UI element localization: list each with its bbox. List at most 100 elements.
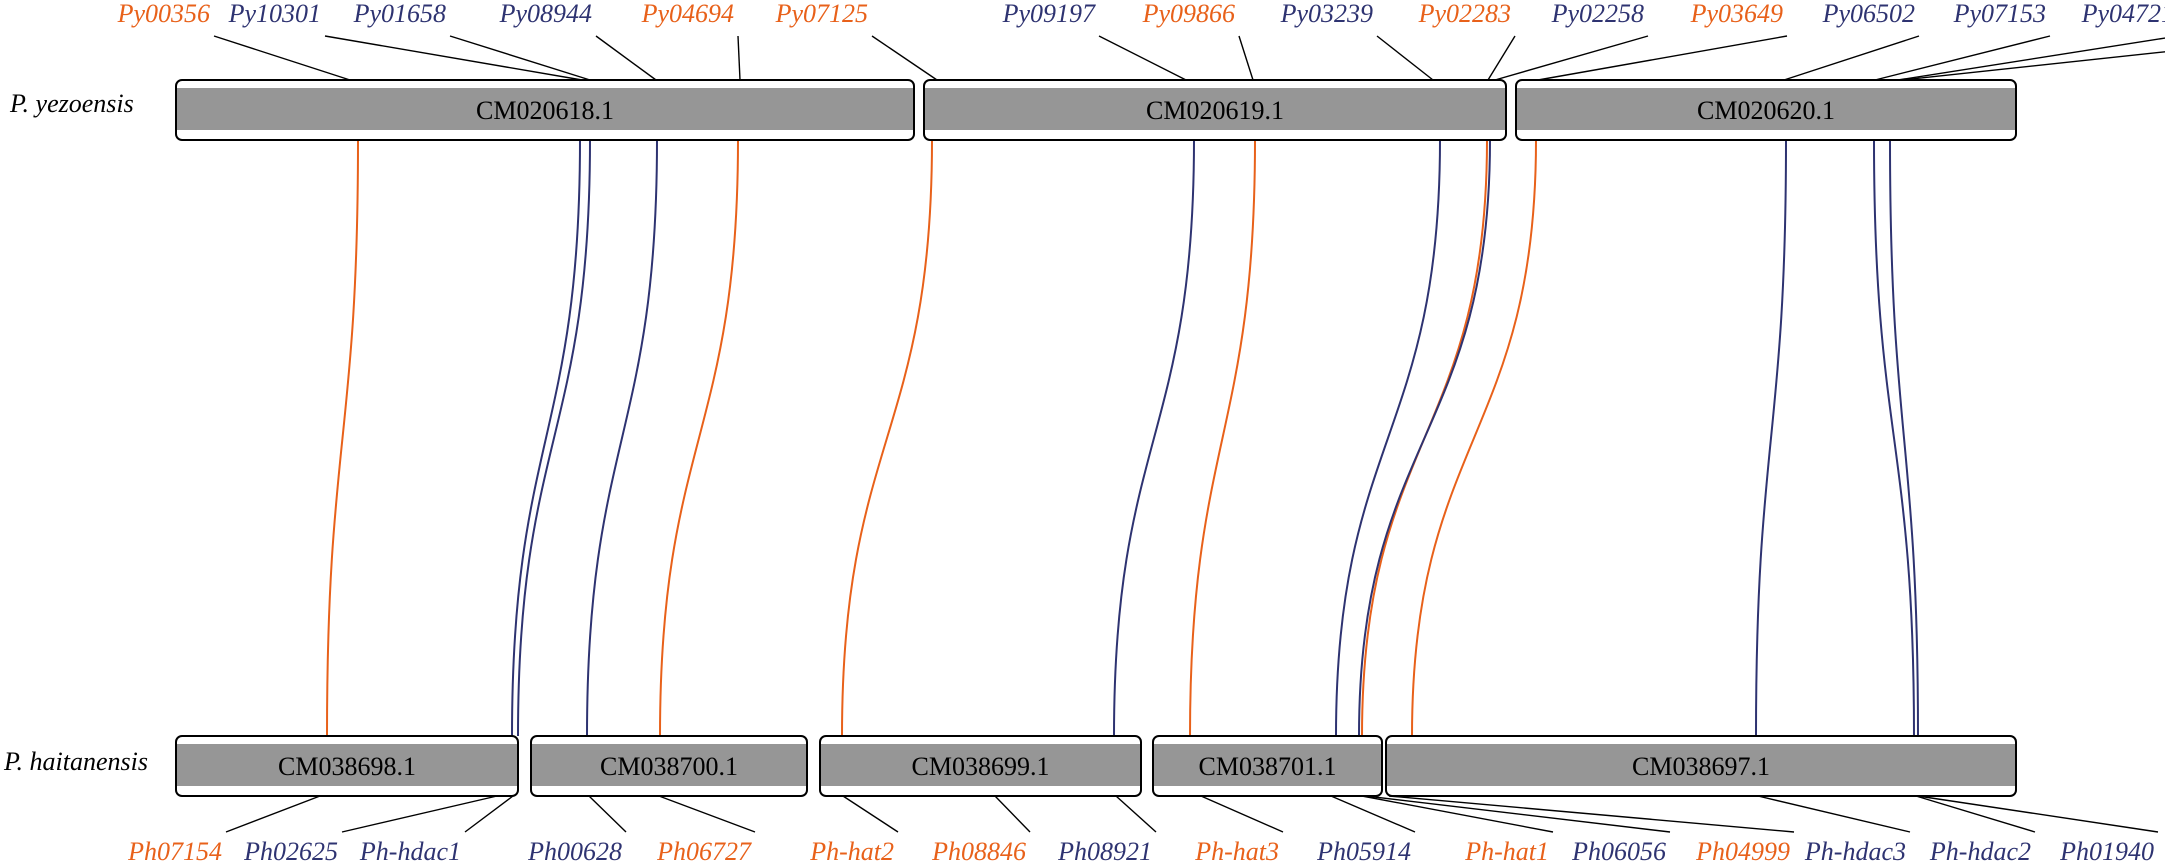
chromosome-label: CM020618.1 [476, 96, 614, 125]
species-label-bottom: P. haitanensis [3, 747, 148, 776]
gene-leader-line [1901, 51, 2165, 81]
gene-leader-line [213, 35, 351, 81]
gene-leader-line [1388, 795, 1795, 833]
gene-label-bottom: Ph01940 [2059, 837, 2154, 866]
gene-label-top: Py07153 [1953, 0, 2046, 28]
chromosome-top-1: CM020618.1 [175, 79, 915, 141]
gene-leader-line [595, 35, 657, 81]
gene-leader-line [324, 35, 583, 81]
gene-leader-line [449, 35, 591, 81]
gene-leader-line [1098, 35, 1187, 81]
gene-leader-line [1783, 35, 1920, 81]
gene-label-top: Py04694 [641, 0, 734, 28]
gene-label-bottom: Ph-hat1 [1464, 837, 1549, 866]
gene-label-top: Py10301 [228, 0, 321, 28]
gene-label-bottom: Ph06727 [656, 837, 752, 866]
chromosome-label: CM020620.1 [1697, 96, 1835, 125]
gene-leader-line [1330, 795, 1416, 833]
chromosome-label: CM038697.1 [1632, 752, 1770, 781]
gene-label-bottom: Ph-hdac3 [1804, 837, 1906, 866]
synteny-link [1335, 139, 1441, 737]
gene-leader-line [1757, 795, 1911, 833]
gene-label-top: Py02283 [1418, 0, 1511, 28]
chromosome-bottom-1: CM038698.1 [175, 735, 519, 797]
gene-label-bottom: Ph-hat3 [1194, 837, 1279, 866]
synteny-link [517, 139, 591, 737]
gene-label-bottom: Ph05914 [1316, 837, 1411, 866]
chromosome-label: CM038699.1 [912, 752, 1050, 781]
gene-label-bottom: Ph-hdac2 [1929, 837, 2031, 866]
chromosomes: CM020618.1 CM020619.1 CM020620.1CM038698.1… [175, 79, 2017, 797]
synteny-link [1358, 139, 1491, 737]
gene-leader-line [842, 795, 899, 833]
synteny-link [1889, 139, 1919, 737]
chromosome-label: CM038698.1 [278, 752, 416, 781]
gene-label-top: Py03239 [1280, 0, 1373, 28]
gene-leader-line [1115, 795, 1157, 833]
gene-label-top: Py09866 [1142, 0, 1235, 28]
gene-leader-line [588, 795, 627, 833]
gene-leader-line [1238, 35, 1254, 81]
chromosome-bottom-5: CM038697.1 [1385, 735, 2017, 797]
synteny-link [659, 139, 739, 737]
gene-label-bottom: Ph-hat2 [809, 837, 894, 866]
gene-label-bottom: Ph08921 [1057, 837, 1152, 866]
gene-label-top: Py07125 [775, 0, 868, 28]
gene-leader-line [464, 795, 514, 833]
synteny-link [326, 139, 359, 737]
gene-label-top: Py09197 [1002, 0, 1096, 28]
chromosome-bottom-2: CM038700.1 [530, 735, 808, 797]
synteny-link [1755, 139, 1787, 737]
chromosome-top-2: CM020619.1 [923, 79, 1507, 141]
gene-label-bottom: Ph-hdac1 [359, 837, 461, 866]
gene-leader-line [737, 35, 741, 81]
gene-leader-line [341, 795, 498, 833]
gene-label-bottom: Ph07154 [127, 837, 222, 866]
gene-leader-line [1874, 35, 2051, 81]
synteny-link [1411, 139, 1537, 737]
gene-leader-line [1361, 795, 1554, 833]
gene-leader-line [225, 795, 321, 833]
species-label-top: P. yezoensis [9, 89, 134, 118]
gene-label-top: Py03649 [1690, 0, 1783, 28]
gene-leader-line [994, 795, 1031, 833]
gene-leader-line [1487, 35, 1516, 81]
gene-leader-line [1200, 795, 1284, 833]
gene-leader-line [1897, 37, 2165, 81]
gene-leader-line [1915, 795, 2036, 833]
gene-leader-line [1917, 795, 2159, 833]
chromosome-bottom-3: CM038699.1 [819, 735, 1142, 797]
gene-labels: Py00356 Py10301 Py01658 Py08944 Py04694 Py071… [117, 0, 2165, 866]
gene-label-bottom: Ph02625 [243, 837, 338, 866]
gene-label-bottom: Ph08846 [931, 837, 1026, 866]
chromosome-label: CM038700.1 [600, 752, 738, 781]
gene-leader-line [1494, 35, 1649, 81]
synteny-link [586, 139, 658, 737]
gene-leader-line [871, 35, 938, 81]
chromosome-top-3: CM020620.1 [1515, 79, 2017, 141]
gene-label-top: Py04721 [2081, 0, 2165, 28]
chromosome-bottom-4: CM038701.1 [1152, 735, 1383, 797]
chromosome-label: CM038701.1 [1199, 752, 1337, 781]
gene-leader-line [658, 795, 756, 833]
gene-label-top: Py00356 [117, 0, 210, 28]
gene-leader-line [1537, 35, 1788, 81]
gene-label-top: Py06502 [1822, 0, 1915, 28]
synteny-link [511, 139, 581, 737]
gene-leader-line [1365, 795, 1671, 833]
synteny-links [326, 139, 1919, 737]
synteny-link [1873, 139, 1915, 737]
synteny-link [1113, 139, 1195, 737]
gene-label-top: Py08944 [499, 0, 592, 28]
gene-label-top: Py02258 [1551, 0, 1644, 28]
gene-leader-lines [213, 35, 2165, 833]
gene-leader-line [1376, 35, 1434, 81]
gene-label-bottom: Ph04999 [1695, 837, 1790, 866]
gene-label-bottom: Ph00628 [527, 837, 622, 866]
synteny-link [1189, 139, 1256, 737]
chromosome-label: CM020619.1 [1146, 96, 1284, 125]
gene-label-bottom: Ph06056 [1571, 837, 1666, 866]
gene-label-top: Py01658 [353, 0, 446, 28]
synteny-link [841, 139, 933, 737]
